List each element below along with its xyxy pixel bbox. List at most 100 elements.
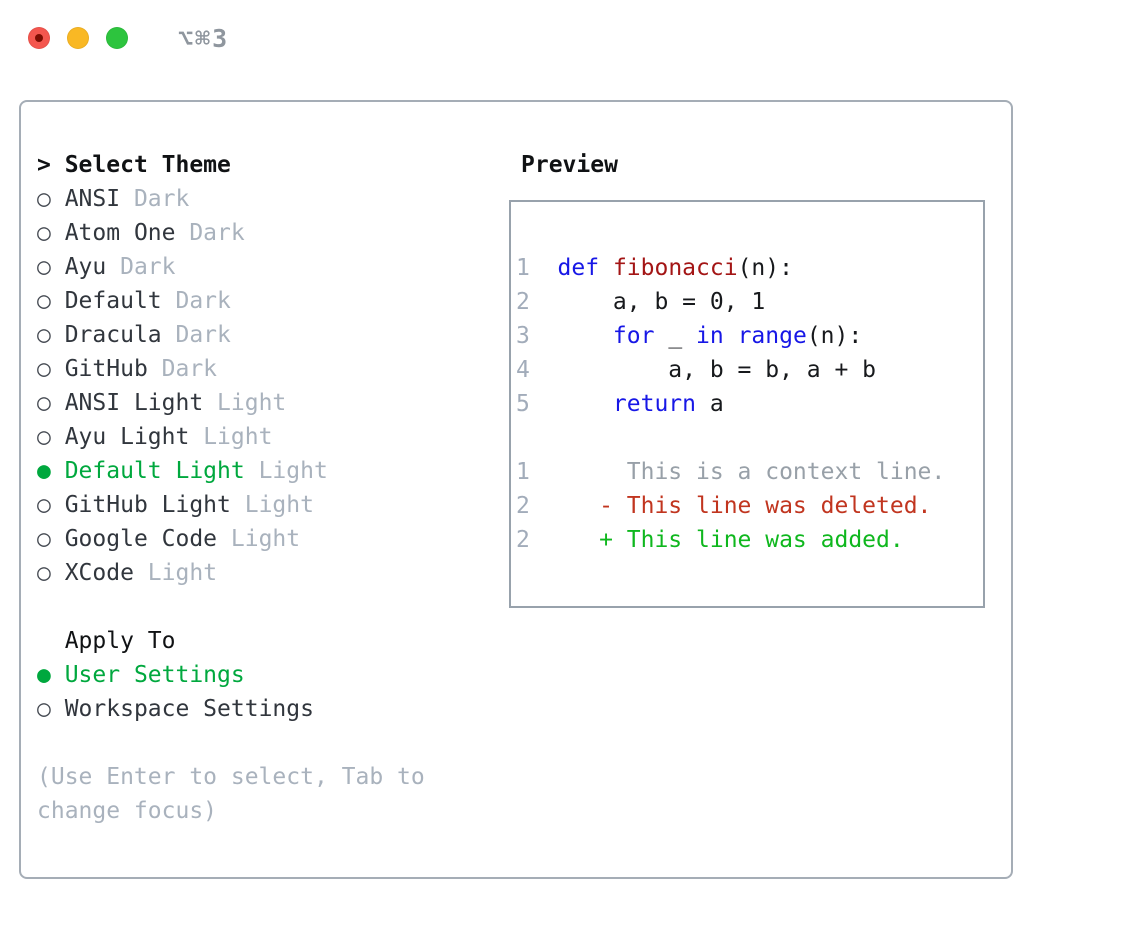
code-segment: for xyxy=(612,323,655,349)
code-line: 4 a, b = b, a + b xyxy=(516,353,983,387)
minimize-button[interactable] xyxy=(67,27,89,49)
theme-picker-heading-label: Select Theme xyxy=(64,152,231,178)
theme-variant-tag: Dark xyxy=(161,322,231,348)
theme-option-default-light[interactable]: ● Default Light Light xyxy=(37,454,500,488)
radio-unselected-icon: ○ xyxy=(37,424,51,450)
theme-option-ayu-light[interactable]: ○ Ayu Light Light xyxy=(37,420,500,454)
radio-unselected-icon: ○ xyxy=(37,356,51,382)
line-number: 3 xyxy=(516,323,530,349)
theme-picker-heading: > Select Theme xyxy=(37,148,500,182)
code-line: 2 a, b = 0, 1 xyxy=(516,285,983,319)
theme-variant-tag: Dark xyxy=(175,220,245,246)
theme-name: Atom One xyxy=(50,220,176,246)
code-segment: a, b = b, a + b xyxy=(557,357,877,383)
code-segment: fibonacci xyxy=(612,255,738,281)
line-number: 1 xyxy=(516,459,530,485)
close-dot-icon xyxy=(35,34,43,42)
apply-option-label: Workspace Settings xyxy=(50,696,314,722)
apply-option-workspace-settings[interactable]: ○ Workspace Settings xyxy=(37,692,500,726)
theme-variant-tag: Light xyxy=(230,492,314,518)
window-titlebar: ⌥⌘3 xyxy=(0,0,1140,76)
theme-name: Ayu Light xyxy=(50,424,190,450)
diff-preview: 1 This is a context line. 2 - This line w… xyxy=(516,455,983,557)
code-segment: (n): xyxy=(806,323,863,349)
radio-unselected-icon: ○ xyxy=(37,254,51,280)
code-segment: + This line was added. xyxy=(557,527,904,553)
radio-unselected-icon: ○ xyxy=(37,492,51,518)
code-segment xyxy=(599,255,613,281)
theme-variant-tag: Light xyxy=(133,560,218,586)
apply-option-label: User Settings xyxy=(50,662,245,688)
hint-text: (Use Enter to select, Tab to change focus… xyxy=(37,760,500,828)
code-segment: a, b = 0, 1 xyxy=(557,289,766,315)
theme-name: Google Code xyxy=(50,526,218,552)
apply-to-heading-label: Apply To xyxy=(37,628,176,654)
theme-option-xcode[interactable]: ○ XCode Light xyxy=(37,556,500,590)
theme-option-dracula[interactable]: ○ Dracula Dark xyxy=(37,318,500,352)
radio-unselected-icon: ○ xyxy=(37,560,51,586)
radio-unselected-icon: ○ xyxy=(37,322,51,348)
theme-option-atom-one[interactable]: ○ Atom One Dark xyxy=(37,216,500,250)
diff-line: 2 + This line was added. xyxy=(516,523,983,557)
theme-option-github-light[interactable]: ○ GitHub Light Light xyxy=(37,488,500,522)
pointer-icon: > xyxy=(37,152,65,178)
window-shortcut-label: ⌥⌘3 xyxy=(178,23,230,53)
code-line: 3 for _ in range(n): xyxy=(516,319,983,353)
code-segment xyxy=(558,391,613,417)
apply-option-user-settings[interactable]: ● User Settings xyxy=(37,658,500,692)
code-segment: in xyxy=(696,323,724,349)
code-line: 1 def fibonacci(n): xyxy=(516,251,983,285)
hint-line: (Use Enter to select, Tab to xyxy=(37,764,425,790)
radio-unselected-icon: ○ xyxy=(37,526,51,552)
theme-name: XCode xyxy=(50,560,134,586)
theme-name: GitHub xyxy=(50,356,148,382)
line-number: 2 xyxy=(516,289,530,315)
theme-name: ANSI xyxy=(50,186,121,212)
theme-variant-tag: Dark xyxy=(120,186,190,212)
code-segment: - This line was deleted. xyxy=(557,493,932,519)
code-segment: range xyxy=(737,323,807,349)
code-segment: This is a context line. xyxy=(557,459,946,485)
theme-variant-tag: Dark xyxy=(106,254,176,280)
preview-heading: Preview xyxy=(521,152,618,178)
code-line: 5 return a xyxy=(516,387,983,421)
theme-variant-tag: Dark xyxy=(161,288,231,314)
theme-variant-tag: Light xyxy=(203,390,287,416)
theme-variant-tag: Dark xyxy=(147,356,218,382)
maximize-button[interactable] xyxy=(106,27,128,49)
code-segment xyxy=(724,323,738,349)
radio-unselected-icon: ○ xyxy=(37,390,51,416)
theme-picker-column: > Select Theme ○ ANSI Dark○ Atom One Dar… xyxy=(37,148,500,877)
theme-option-ansi-light[interactable]: ○ ANSI Light Light xyxy=(37,386,500,420)
radio-selected-icon: ● xyxy=(37,458,51,484)
apply-to-list: ● User Settings○ Workspace Settings xyxy=(37,658,500,726)
blank-line xyxy=(516,421,983,455)
diff-line: 1 This is a context line. xyxy=(516,455,983,489)
theme-list: ○ ANSI Dark○ Atom One Dark○ Ayu Dark○ De… xyxy=(37,182,500,590)
theme-name: Default Light xyxy=(50,458,245,484)
code-segment: a xyxy=(696,391,724,417)
theme-option-ansi[interactable]: ○ ANSI Dark xyxy=(37,182,500,216)
theme-option-google-code[interactable]: ○ Google Code Light xyxy=(37,522,500,556)
line-number: 2 xyxy=(516,527,530,553)
close-button[interactable] xyxy=(28,27,50,49)
radio-unselected-icon: ○ xyxy=(37,696,51,722)
theme-option-github[interactable]: ○ GitHub Dark xyxy=(37,352,500,386)
code-segment: _ xyxy=(654,323,697,349)
code-segment: (n): xyxy=(737,255,793,281)
theme-name: Dracula xyxy=(50,322,162,348)
theme-option-default[interactable]: ○ Default Dark xyxy=(37,284,500,318)
theme-name: ANSI Light xyxy=(50,390,204,416)
line-number: 2 xyxy=(516,493,530,519)
hint-line: change focus) xyxy=(37,798,218,824)
code-segment: def xyxy=(557,255,600,281)
radio-selected-icon: ● xyxy=(37,662,51,688)
line-number: 5 xyxy=(516,391,530,417)
theme-option-ayu[interactable]: ○ Ayu Dark xyxy=(37,250,500,284)
spacer xyxy=(37,590,500,624)
line-number: 1 xyxy=(516,255,530,281)
